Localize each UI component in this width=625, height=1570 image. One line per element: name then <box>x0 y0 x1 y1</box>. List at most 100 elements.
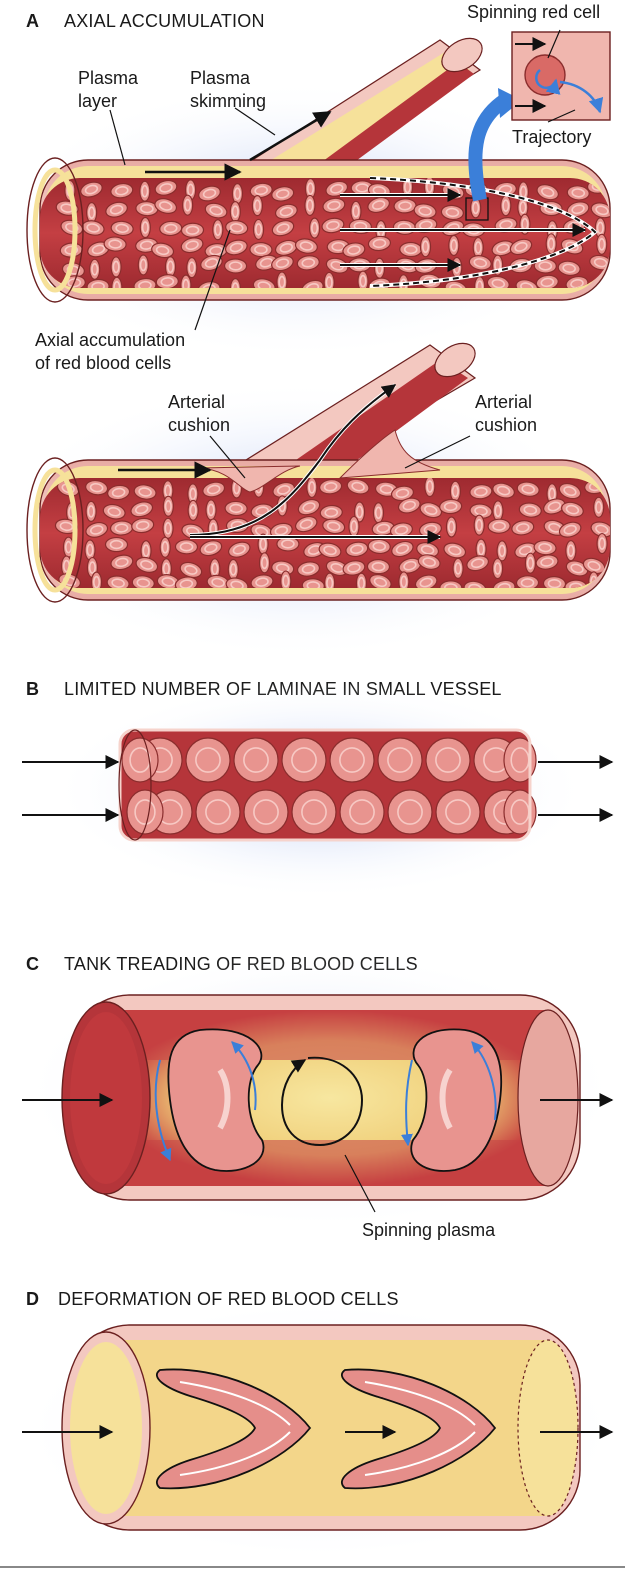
red-blood-cell <box>319 504 343 521</box>
red-blood-cell <box>110 256 122 278</box>
red-blood-cell <box>301 279 324 288</box>
red-blood-cell <box>515 279 539 288</box>
red-blood-cell <box>296 255 320 271</box>
red-blood-cell <box>159 220 183 237</box>
red-blood-cell <box>308 217 321 239</box>
red-blood-cell <box>199 540 223 557</box>
red-blood-cell <box>473 514 485 536</box>
red-blood-cell <box>212 219 224 241</box>
red-blood-cell <box>137 254 149 276</box>
red-blood-cell <box>209 558 221 580</box>
red-blood-cell <box>131 517 155 534</box>
red-blood-cell <box>140 540 152 562</box>
red-blood-cell <box>182 194 194 216</box>
red-blood-cell <box>322 197 346 214</box>
red-blood-cell <box>105 201 128 218</box>
red-blood-cell <box>85 500 97 522</box>
red-blood-cell <box>440 204 464 221</box>
label-plasma-layer-1: Plasma <box>78 68 139 88</box>
red-blood-cell <box>393 198 417 214</box>
red-blood-cell <box>377 737 423 783</box>
red-blood-cell <box>110 554 134 571</box>
red-blood-cell <box>272 481 296 498</box>
red-blood-cell <box>419 236 432 258</box>
red-blood-cell <box>596 532 608 555</box>
red-blood-cell <box>202 481 226 498</box>
red-blood-cell <box>179 561 203 579</box>
red-blood-cell <box>174 576 198 588</box>
red-blood-cell <box>294 238 318 254</box>
red-blood-cell <box>503 789 537 835</box>
red-blood-cell <box>151 242 175 259</box>
red-blood-cell <box>225 577 249 588</box>
red-blood-cell <box>135 556 159 573</box>
red-blood-cell <box>197 281 221 288</box>
red-blood-cell <box>198 185 221 202</box>
red-blood-cell <box>342 242 366 258</box>
red-blood-cell <box>566 185 590 201</box>
red-blood-cell <box>280 570 292 588</box>
red-blood-cell <box>90 571 103 588</box>
label-axial-accumulation-2: of red blood cells <box>35 353 171 373</box>
spinning-plasma-loop <box>280 1056 364 1147</box>
red-blood-cell <box>294 515 318 533</box>
red-blood-cell <box>533 539 557 556</box>
leader-lines-a <box>109 29 576 479</box>
red-blood-cell <box>511 520 535 536</box>
label-plasma-layer-2: layer <box>78 91 117 111</box>
red-blood-cell <box>126 789 164 835</box>
red-blood-cell <box>325 559 349 577</box>
red-blood-cell <box>392 219 417 235</box>
red-blood-cell <box>62 536 75 558</box>
red-blood-cell <box>590 202 610 219</box>
red-blood-cell <box>387 789 433 835</box>
red-blood-cell <box>425 737 471 783</box>
red-blood-cell <box>487 518 511 534</box>
red-blood-cell <box>469 484 493 500</box>
red-blood-cell <box>187 499 199 521</box>
red-blood-cell <box>109 520 134 536</box>
arterial-cushion-right <box>338 429 441 479</box>
panel-a: A AXIAL ACCUMULATION <box>0 2 611 660</box>
red-blood-cell <box>369 574 392 588</box>
red-blood-cell <box>517 196 529 219</box>
red-blood-cell <box>474 276 486 288</box>
red-blood-cell <box>249 182 273 199</box>
red-blood-cell <box>229 201 241 223</box>
red-blood-cell <box>500 195 512 217</box>
red-blood-cell <box>326 238 350 255</box>
label-trajectory: Trajectory <box>512 127 591 147</box>
red-blood-cell <box>339 789 385 835</box>
red-blood-cell <box>271 186 295 202</box>
red-blood-cell <box>251 195 263 217</box>
red-blood-cell <box>389 522 413 538</box>
label-spinning-red-cell: Spinning red cell <box>467 2 600 22</box>
red-blood-cell <box>324 572 336 588</box>
red-blood-cell <box>224 500 248 517</box>
red-blood-cell <box>492 579 516 588</box>
deformed-cell-left <box>156 1368 312 1490</box>
red-blood-cell <box>107 484 131 501</box>
red-blood-cell <box>281 737 327 783</box>
rbc-exiting-b <box>121 737 537 835</box>
panel-c-letter: C <box>26 954 39 974</box>
red-blood-cell <box>496 540 508 562</box>
red-blood-cell <box>297 498 321 516</box>
red-blood-cell <box>274 203 298 220</box>
red-blood-cell <box>492 482 515 499</box>
red-blood-cell <box>398 557 422 574</box>
red-blood-cell <box>518 502 542 518</box>
red-blood-cell <box>185 737 231 783</box>
tank-tread-cell-right <box>400 1028 503 1172</box>
red-blood-cell <box>139 180 151 202</box>
red-blood-cell <box>342 560 366 576</box>
red-blood-cell <box>81 220 105 236</box>
tank-tread-cell-left <box>154 1028 265 1172</box>
red-blood-cell <box>558 482 582 500</box>
vessel-a2 <box>26 342 611 603</box>
red-blood-cell <box>367 197 390 214</box>
spinning-cell-inset <box>468 31 611 202</box>
red-blood-cell <box>86 202 98 224</box>
red-blood-cell <box>86 278 110 288</box>
red-blood-cell <box>296 561 321 577</box>
